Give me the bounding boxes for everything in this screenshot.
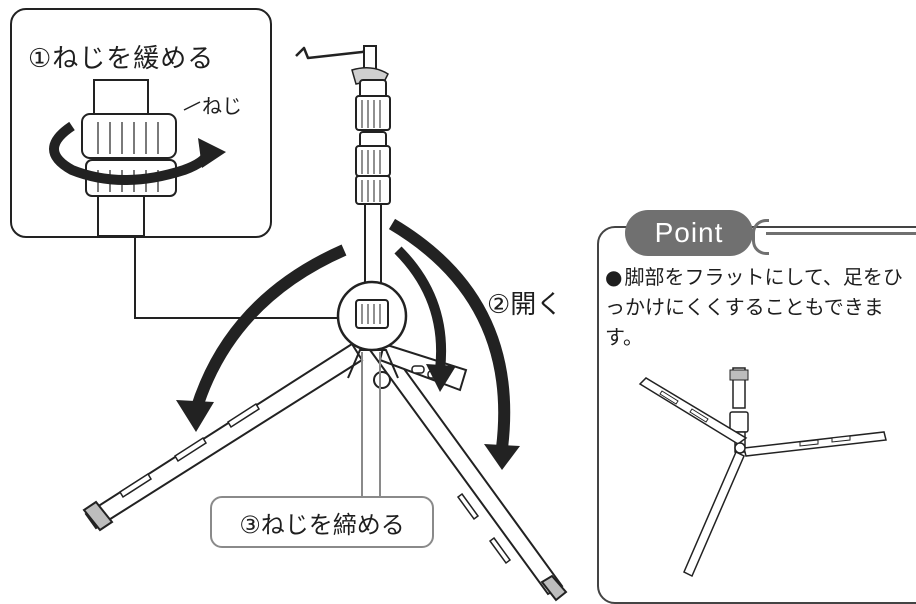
screw-label: ねじ [202,94,242,118]
point-badge: Point [625,210,753,256]
step1-title: ①ねじを緩める [28,44,215,74]
step3-label: ③ねじを締める [239,510,405,539]
bullet-icon: ● [605,265,623,289]
point-header-rule [766,232,916,235]
point-header-bracket [752,219,769,255]
point-text: ●脚部をフラットにして、足をひっかけにくくすることもできます。 [605,262,915,352]
point-panel [597,226,916,604]
step1-callout: ①ねじを緩める ねじ [10,8,272,238]
point-body: 脚部をフラットにして、足をひっかけにくくすることもできます。 [605,265,903,349]
step3-label-box: ③ねじを締める [210,496,434,548]
step2-label: ②開く [487,290,563,320]
screw-loosen-closeup [49,79,226,236]
